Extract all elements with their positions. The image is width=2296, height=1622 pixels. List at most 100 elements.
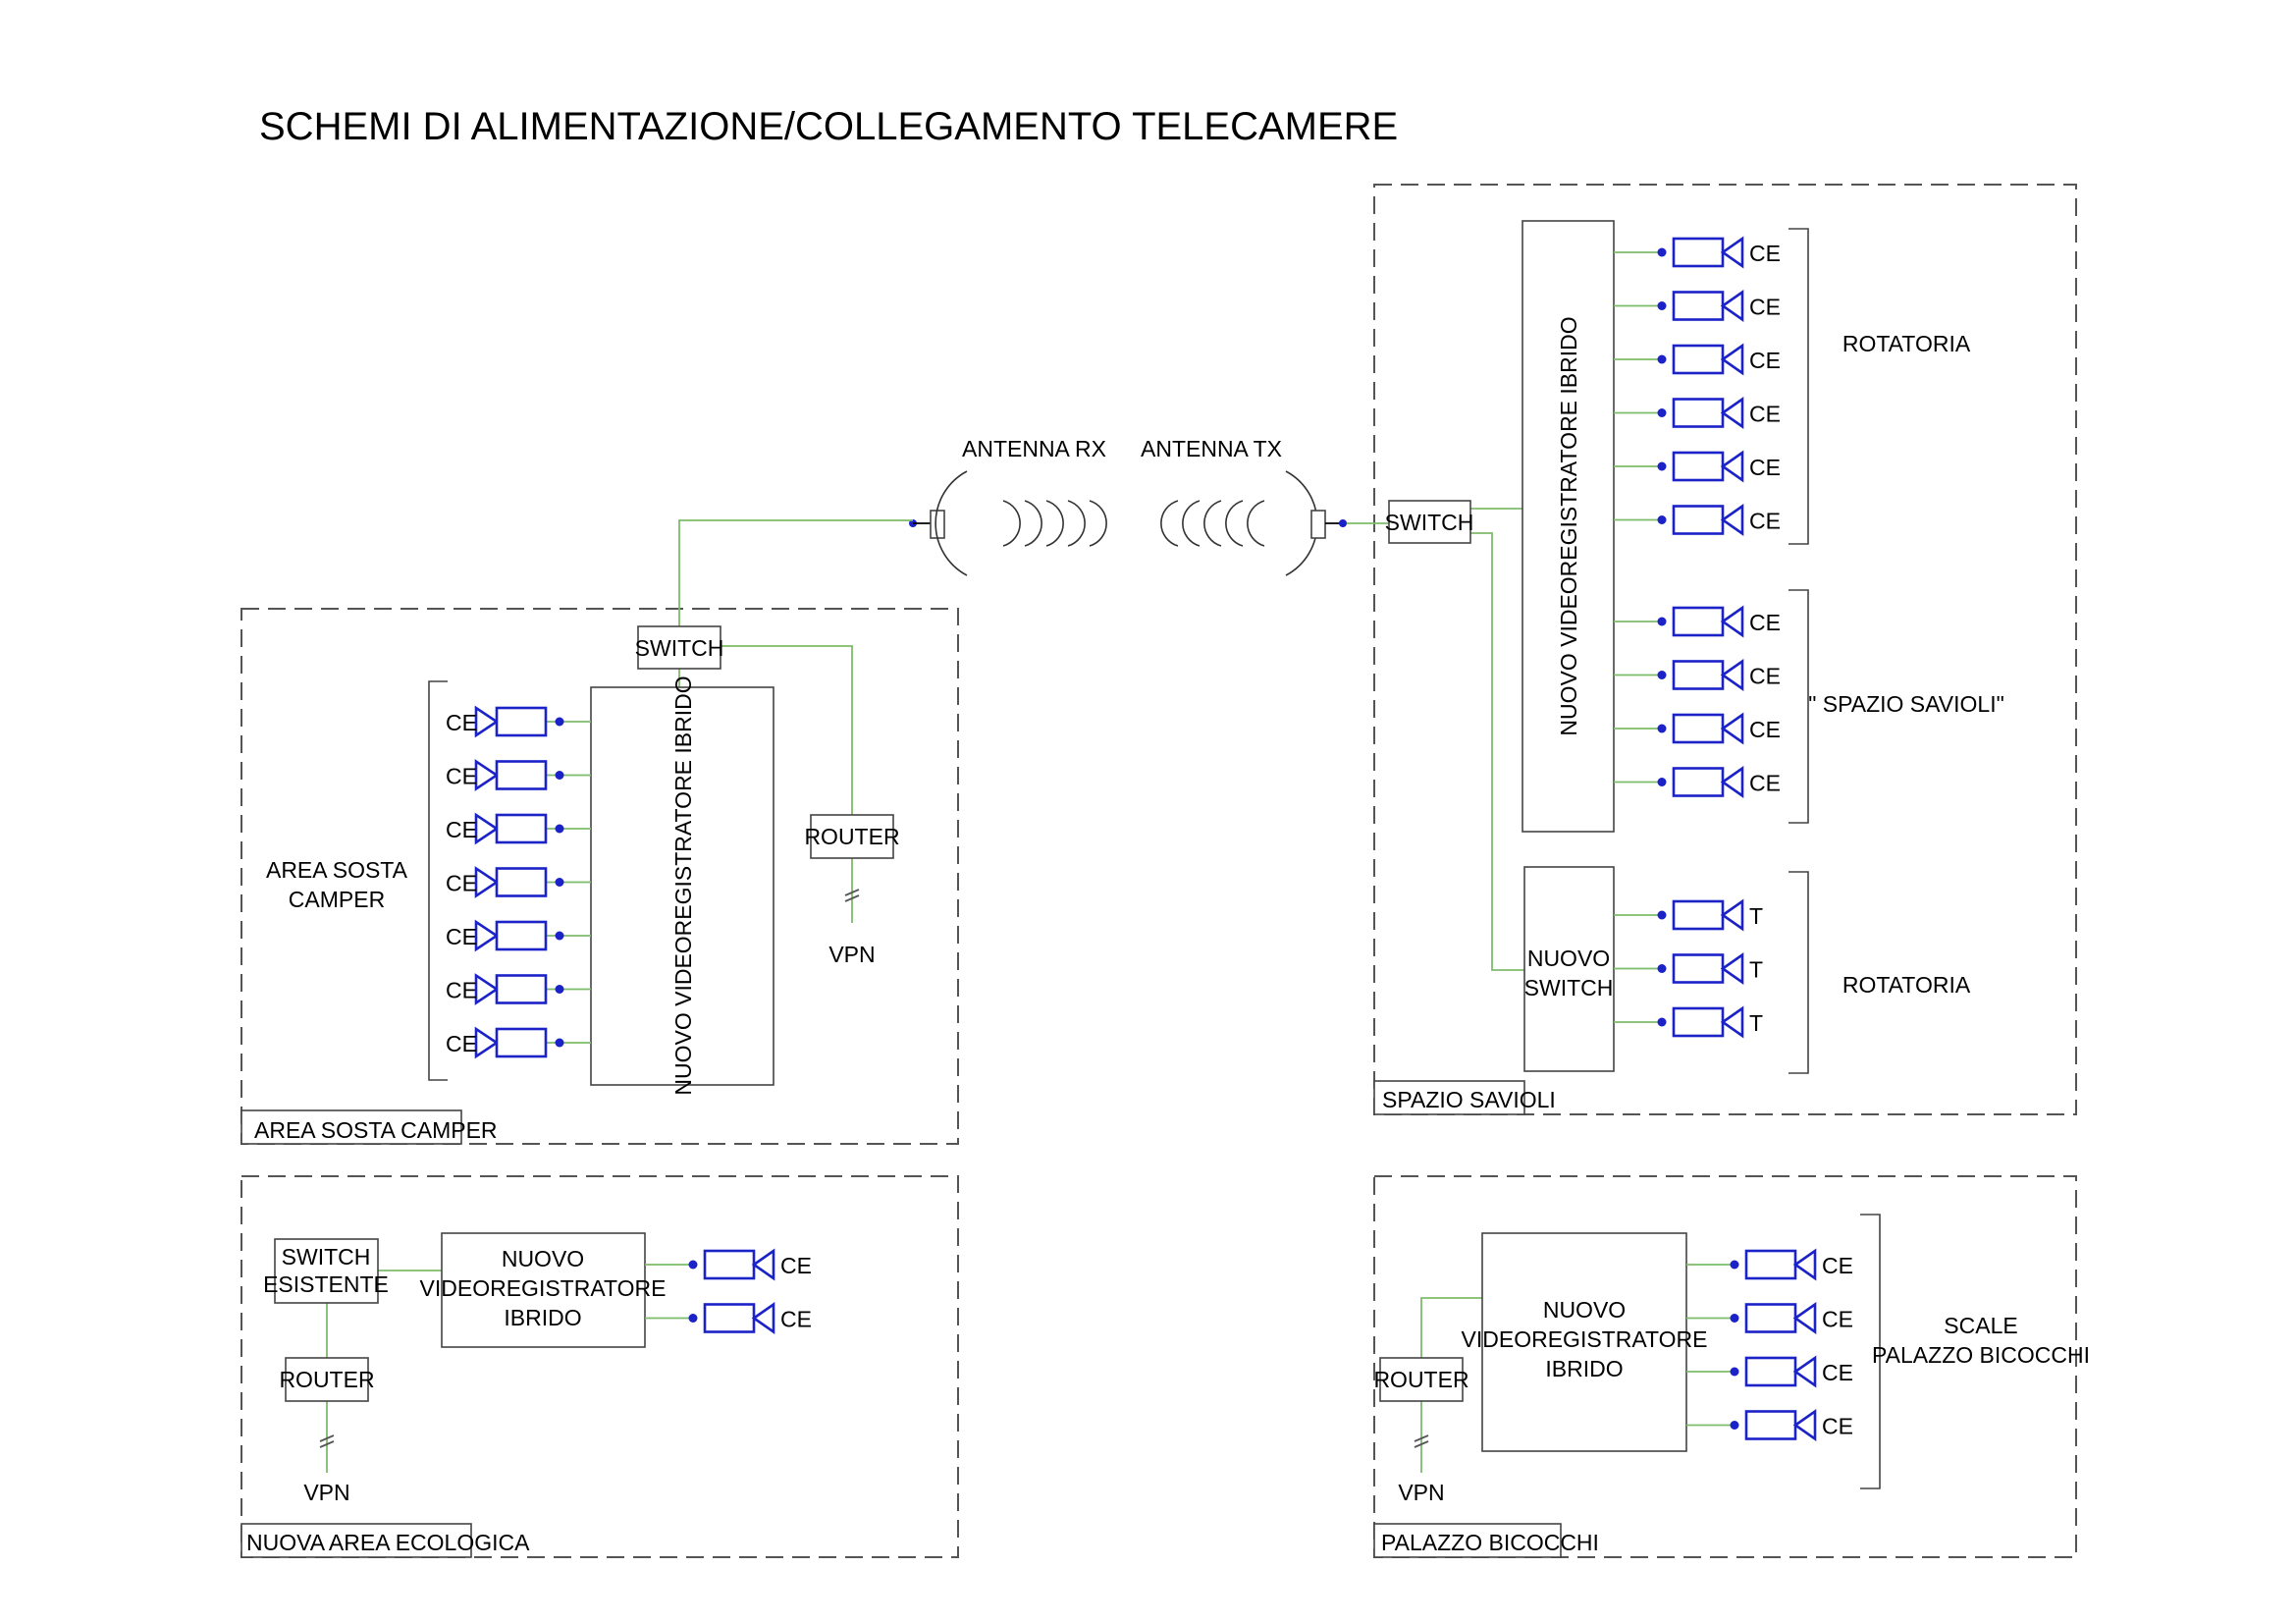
camera-label: CE	[1749, 664, 1781, 689]
router-label: ROUTER	[279, 1367, 374, 1392]
vpn-break-mark	[844, 889, 860, 896]
zone-tag-area-ecologica: NUOVA AREA ECOLOGICA	[240, 1523, 530, 1558]
camera: CE	[1614, 504, 1781, 536]
camera-lens	[1720, 236, 1744, 269]
camera-label: CE	[1749, 509, 1781, 534]
camera-label: CE	[446, 871, 477, 896]
camera-connector	[1730, 1421, 1739, 1430]
zone-tag-label: PALAZZO BICOCCHI	[1381, 1530, 1599, 1555]
existing-switch-label-line2: ESISTENTE	[263, 1271, 389, 1297]
camera: CE	[446, 812, 591, 845]
camera: CE	[446, 1026, 591, 1059]
router	[1379, 1357, 1464, 1402]
camera-body	[703, 1303, 756, 1333]
camera-lens	[474, 866, 500, 898]
palazzo-bicocchi-diagram: ROUTER VPN NUOVO VIDEOREGISTRATORE IBRID…	[1373, 1214, 2090, 1505]
area-sosta-camper-diagram: SWITCH NUOVO VIDEOREGISTRATORE IBRIDO RO…	[266, 519, 913, 1096]
camera-body	[1672, 237, 1725, 268]
camera-connector	[555, 771, 564, 780]
camera-body	[1672, 713, 1725, 744]
camera-lens	[1720, 659, 1744, 691]
camera-lens	[474, 973, 500, 1005]
nvr-box	[1522, 220, 1615, 833]
group-label-line1: AREA SOSTA	[266, 857, 408, 883]
antenna-link-wire	[678, 519, 913, 626]
antenna-tx-label: ANTENNA TX	[1141, 436, 1282, 461]
switch-label: SWITCH	[635, 635, 724, 661]
group-label-line2: PALAZZO BICOCCHI	[1872, 1342, 2090, 1368]
nuova-area-ecologica-diagram: SWITCH ESISTENTE ROUTER VPN NUOVO VIDEOR…	[263, 1232, 812, 1505]
camera-body	[1672, 451, 1725, 482]
camera-connector	[1657, 515, 1667, 524]
camera-connector	[555, 985, 564, 994]
vpn-break-mark	[844, 894, 860, 902]
camera: CE	[1614, 236, 1781, 269]
nvr-box	[441, 1232, 646, 1348]
camera-body	[703, 1249, 756, 1280]
vpn-label: VPN	[303, 1480, 349, 1505]
camera-label: CE	[1822, 1307, 1853, 1332]
camera-group-brace	[1789, 589, 1809, 824]
vpn-break-mark	[1414, 1434, 1429, 1442]
camera-label: CE	[780, 1307, 812, 1332]
camera-connector	[1657, 461, 1667, 471]
camera-connector	[555, 1038, 564, 1048]
camera-connector	[555, 931, 564, 941]
camera-label: CE	[1749, 717, 1781, 742]
switch-newswitch-wire	[1470, 532, 1524, 971]
group-label-rotatoria-bottom: ROTATORIA	[1842, 972, 1971, 998]
camera-lens	[474, 705, 500, 738]
camera: CE	[1614, 397, 1781, 429]
nvr-box	[590, 686, 774, 1086]
existing-switch	[274, 1238, 379, 1304]
camera-lens	[1792, 1248, 1817, 1281]
camera-connector	[1657, 408, 1667, 417]
switch	[637, 625, 721, 670]
camera-lens	[1720, 1005, 1744, 1039]
new-switch-label-line1: NUOVO	[1527, 946, 1610, 971]
switch	[1388, 500, 1471, 544]
nvr-label-line3: IBRIDO	[1545, 1356, 1623, 1381]
camera-label: CE	[780, 1253, 812, 1278]
group-label-line2: CAMPER	[289, 887, 385, 912]
camera-body	[495, 706, 548, 737]
group-label-rotatoria-top: ROTATORIA	[1842, 331, 1971, 356]
zone-area-sosta-camper	[240, 608, 959, 1145]
nvr-label-line3: IBRIDO	[504, 1305, 581, 1330]
camera: CE	[1614, 712, 1781, 745]
camera-label: CE	[1822, 1253, 1853, 1278]
camera-label: CE	[1822, 1360, 1853, 1385]
camera-lens	[1720, 898, 1744, 932]
camera-connector	[1657, 778, 1667, 786]
camera-label: CE	[446, 924, 477, 949]
camera-label: CE	[1749, 455, 1781, 480]
camera: CE	[446, 919, 591, 952]
camera-label: CE	[1749, 771, 1781, 796]
spazio-savioli-diagram: SWITCH NUOVO VIDEOREGISTRATORE IBRIDO NU…	[1347, 220, 2004, 1074]
camera-group-brace	[1860, 1214, 1881, 1489]
camera-connector	[555, 717, 564, 727]
nvr-label-line2: VIDEOREGISTRATORE	[1462, 1326, 1708, 1352]
nvr-box	[1481, 1232, 1687, 1452]
camera-label: CE	[1749, 610, 1781, 635]
camera: CE	[446, 759, 591, 791]
camera-connector	[1657, 1017, 1667, 1027]
camera: T	[1614, 1005, 1763, 1039]
zone-tag-label: NUOVA AREA ECOLOGICA	[246, 1530, 530, 1555]
vpn-break-mark	[1414, 1440, 1429, 1448]
camera-label: CE	[446, 978, 477, 1003]
camera-body	[1672, 606, 1725, 637]
camera-body	[1672, 505, 1725, 535]
zone-tag-palazzo-bicocchi: PALAZZO BICOCCHI	[1373, 1523, 1599, 1558]
zone-spazio-savioli	[1373, 184, 2077, 1115]
camera-connector	[1730, 1314, 1739, 1323]
camera-body	[1672, 660, 1725, 690]
camera-body	[495, 867, 548, 897]
camera: CE	[1614, 659, 1781, 691]
zone-tag-area-sosta: AREA SOSTA CAMPER	[240, 1109, 498, 1145]
camera-connector	[1657, 724, 1667, 733]
camera-label: T	[1749, 903, 1763, 929]
